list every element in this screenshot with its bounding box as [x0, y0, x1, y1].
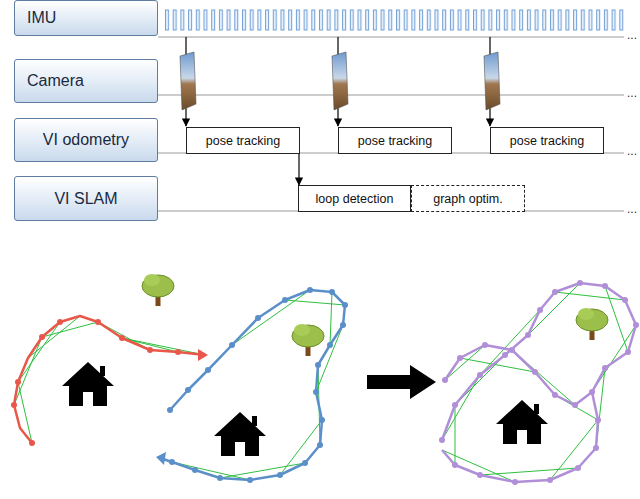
node-text: pose tracking	[206, 134, 280, 148]
tree	[576, 308, 608, 340]
node-text: graph optim.	[433, 192, 502, 206]
process-box: pose tracking	[338, 127, 452, 154]
node-text: loop detection	[316, 192, 394, 206]
node-text: pose tracking	[510, 134, 584, 148]
row-label: VI SLAM	[14, 176, 158, 221]
imu-samples	[165, 8, 625, 32]
node-text: pose tracking	[358, 134, 432, 148]
flow-arrow	[298, 154, 299, 185]
node-text: VI odometry	[43, 131, 129, 149]
timeline	[158, 37, 624, 211]
node-text: VI SLAM	[54, 190, 117, 208]
continuation-dots: ...	[627, 86, 637, 100]
node-text: IMU	[27, 9, 56, 27]
continuation-dots: ...	[627, 28, 637, 42]
node-text: Camera	[27, 72, 84, 90]
tree	[142, 274, 174, 306]
continuation-dots: ...	[627, 144, 637, 158]
house	[214, 412, 266, 456]
trajectory-red	[11, 316, 208, 446]
house	[62, 362, 114, 406]
row-label: IMU	[14, 0, 158, 36]
row-label: VI odometry	[14, 118, 158, 162]
process-box: graph optim.	[411, 185, 525, 212]
frame-trigger	[186, 37, 490, 126]
merge-arrow	[367, 365, 436, 399]
process-box: loop detection	[298, 185, 411, 212]
process-box: pose tracking	[186, 127, 300, 154]
trajectory-merged	[439, 280, 639, 485]
process-box: pose tracking	[490, 127, 604, 154]
house	[496, 400, 548, 444]
trajectory-blue	[156, 287, 348, 483]
continuation-dots: ...	[627, 202, 637, 216]
camera-frame	[180, 52, 500, 110]
row-label: Camera	[14, 59, 158, 103]
tree	[292, 324, 324, 356]
